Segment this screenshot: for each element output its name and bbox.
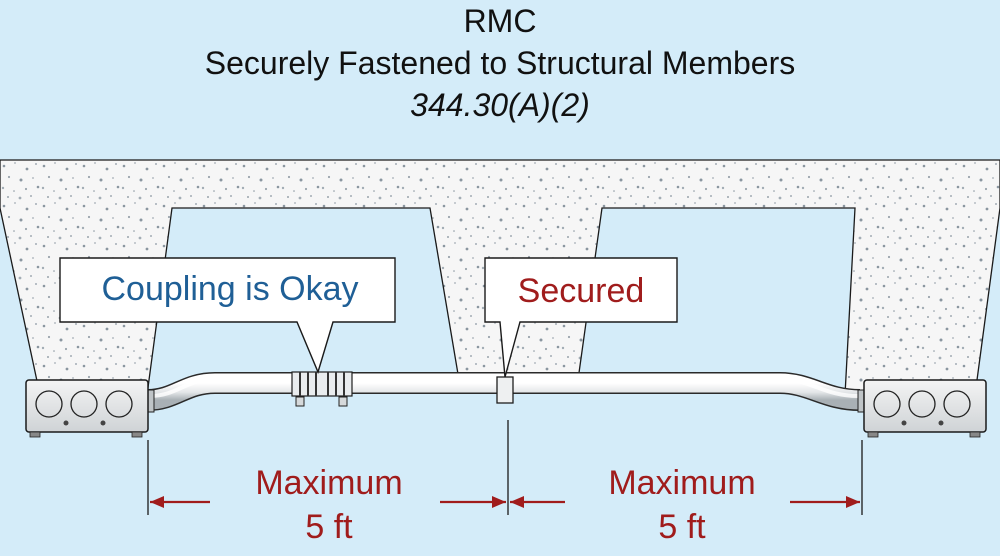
dimension-left-line-2: 5 ft [305,508,353,546]
right-outlet-box [857,379,987,438]
dimension-lines [147,420,863,515]
dimension-right-line-2: 5 ft [658,508,706,546]
conduit-strap [496,376,514,404]
callout-secured: Secured [484,257,678,378]
title-line-1: RMC [464,3,537,39]
title-line-3: 344.30(A)(2) [410,87,590,123]
conduit-coupling [291,371,353,407]
callout-coupling: Coupling is Okay [59,257,396,375]
left-outlet-box [25,379,155,438]
dimension-right-line-1: Maximum [608,464,755,502]
callout-secured-text: Secured [518,272,645,310]
title-line-2: Securely Fastened to Structural Members [205,45,795,81]
callout-coupling-text: Coupling is Okay [101,270,358,308]
dimension-left-line-1: Maximum [255,464,402,502]
dimension-arrows [150,496,860,508]
